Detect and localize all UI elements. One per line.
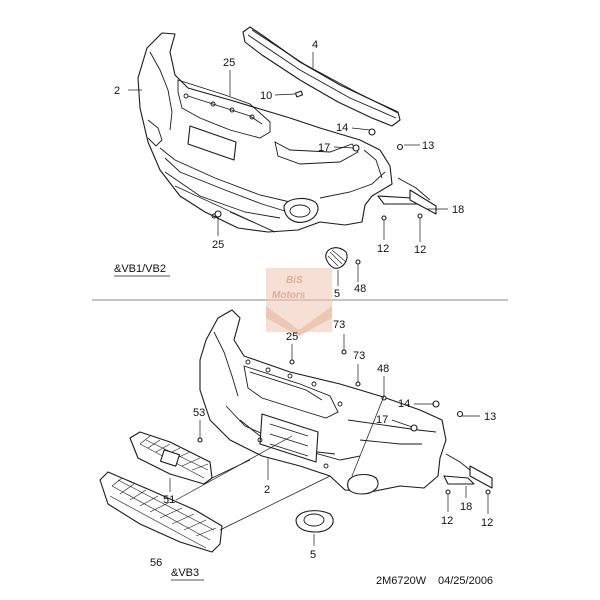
fog-lamp-bezel-top[interactable]	[325, 247, 348, 269]
bumper-cover-bottom[interactable]	[199, 309, 447, 495]
bracket-strip-bottom[interactable]	[443, 453, 493, 489]
bottom-section: 25 73 73 48 53 14 17 13 51 2 12 18 12 56…	[99, 309, 496, 581]
lower-grille[interactable]	[99, 471, 223, 553]
callout-56: 56	[150, 557, 162, 569]
callout-53: 53	[193, 407, 205, 419]
drawing-code: 2M6720W	[376, 575, 427, 587]
callout-2: 2	[114, 85, 120, 97]
callout-13: 13	[484, 411, 496, 423]
leader-lines-top	[128, 52, 448, 286]
callout-14: 14	[398, 398, 410, 410]
callout-5: 5	[310, 549, 316, 561]
variant-label-bottom: &VB3	[171, 567, 204, 581]
callout-17: 17	[376, 414, 388, 426]
upper-grille[interactable]	[129, 431, 213, 485]
callout-14: 14	[336, 122, 348, 134]
callout-25: 25	[286, 331, 298, 343]
callout-12: 12	[414, 244, 426, 256]
bumper-cover-top[interactable]	[137, 32, 393, 233]
top-section: 4 2 25 10 14 17 13 18 12 12 25 5 48 &VB1…	[114, 26, 464, 300]
svg-text:&VB3: &VB3	[171, 567, 199, 579]
callout-25: 25	[223, 57, 235, 69]
variant-label-top: &VB1/VB2	[114, 263, 170, 277]
svg-text:BiS: BiS	[286, 275, 303, 286]
leader-lines-bottom	[169, 334, 489, 546]
callout-12: 12	[441, 515, 453, 527]
reinforcement-beam[interactable]	[242, 26, 401, 127]
callout-48: 48	[354, 283, 366, 295]
callout-18: 18	[452, 204, 464, 216]
callout-18: 18	[460, 501, 472, 513]
callout-17: 17	[318, 142, 330, 154]
callout-5: 5	[334, 288, 340, 300]
callout-73: 73	[353, 350, 365, 362]
callout-12: 12	[377, 243, 389, 255]
svg-text:Motors: Motors	[272, 290, 306, 301]
callout-2: 2	[264, 484, 270, 496]
drawing-date: 04/25/2006	[438, 575, 493, 587]
fasteners-top	[214, 90, 423, 265]
drawing-footer: 2M6720W 04/25/2006	[376, 575, 493, 587]
callout-48: 48	[377, 363, 389, 375]
svg-text:&VB1/VB2: &VB1/VB2	[114, 263, 166, 275]
callout-25: 25	[212, 239, 224, 251]
callout-51: 51	[163, 494, 175, 506]
callouts-bottom: 25 73 73 48 53 14 17 13 51 2 12 18 12 56…	[150, 319, 496, 569]
callout-73: 73	[333, 319, 345, 331]
fog-lamp-bezel-bottom[interactable]	[295, 510, 334, 533]
callout-13: 13	[422, 140, 434, 152]
bis-motors-watermark: BiS Motors	[266, 268, 332, 336]
callout-10: 10	[260, 90, 272, 102]
callouts-top: 4 2 25 10 14 17 13 18 12 12 25 5 48	[114, 39, 464, 300]
callout-12: 12	[481, 517, 493, 529]
bracket-strip-top[interactable]	[377, 177, 437, 215]
callout-4: 4	[312, 39, 318, 51]
